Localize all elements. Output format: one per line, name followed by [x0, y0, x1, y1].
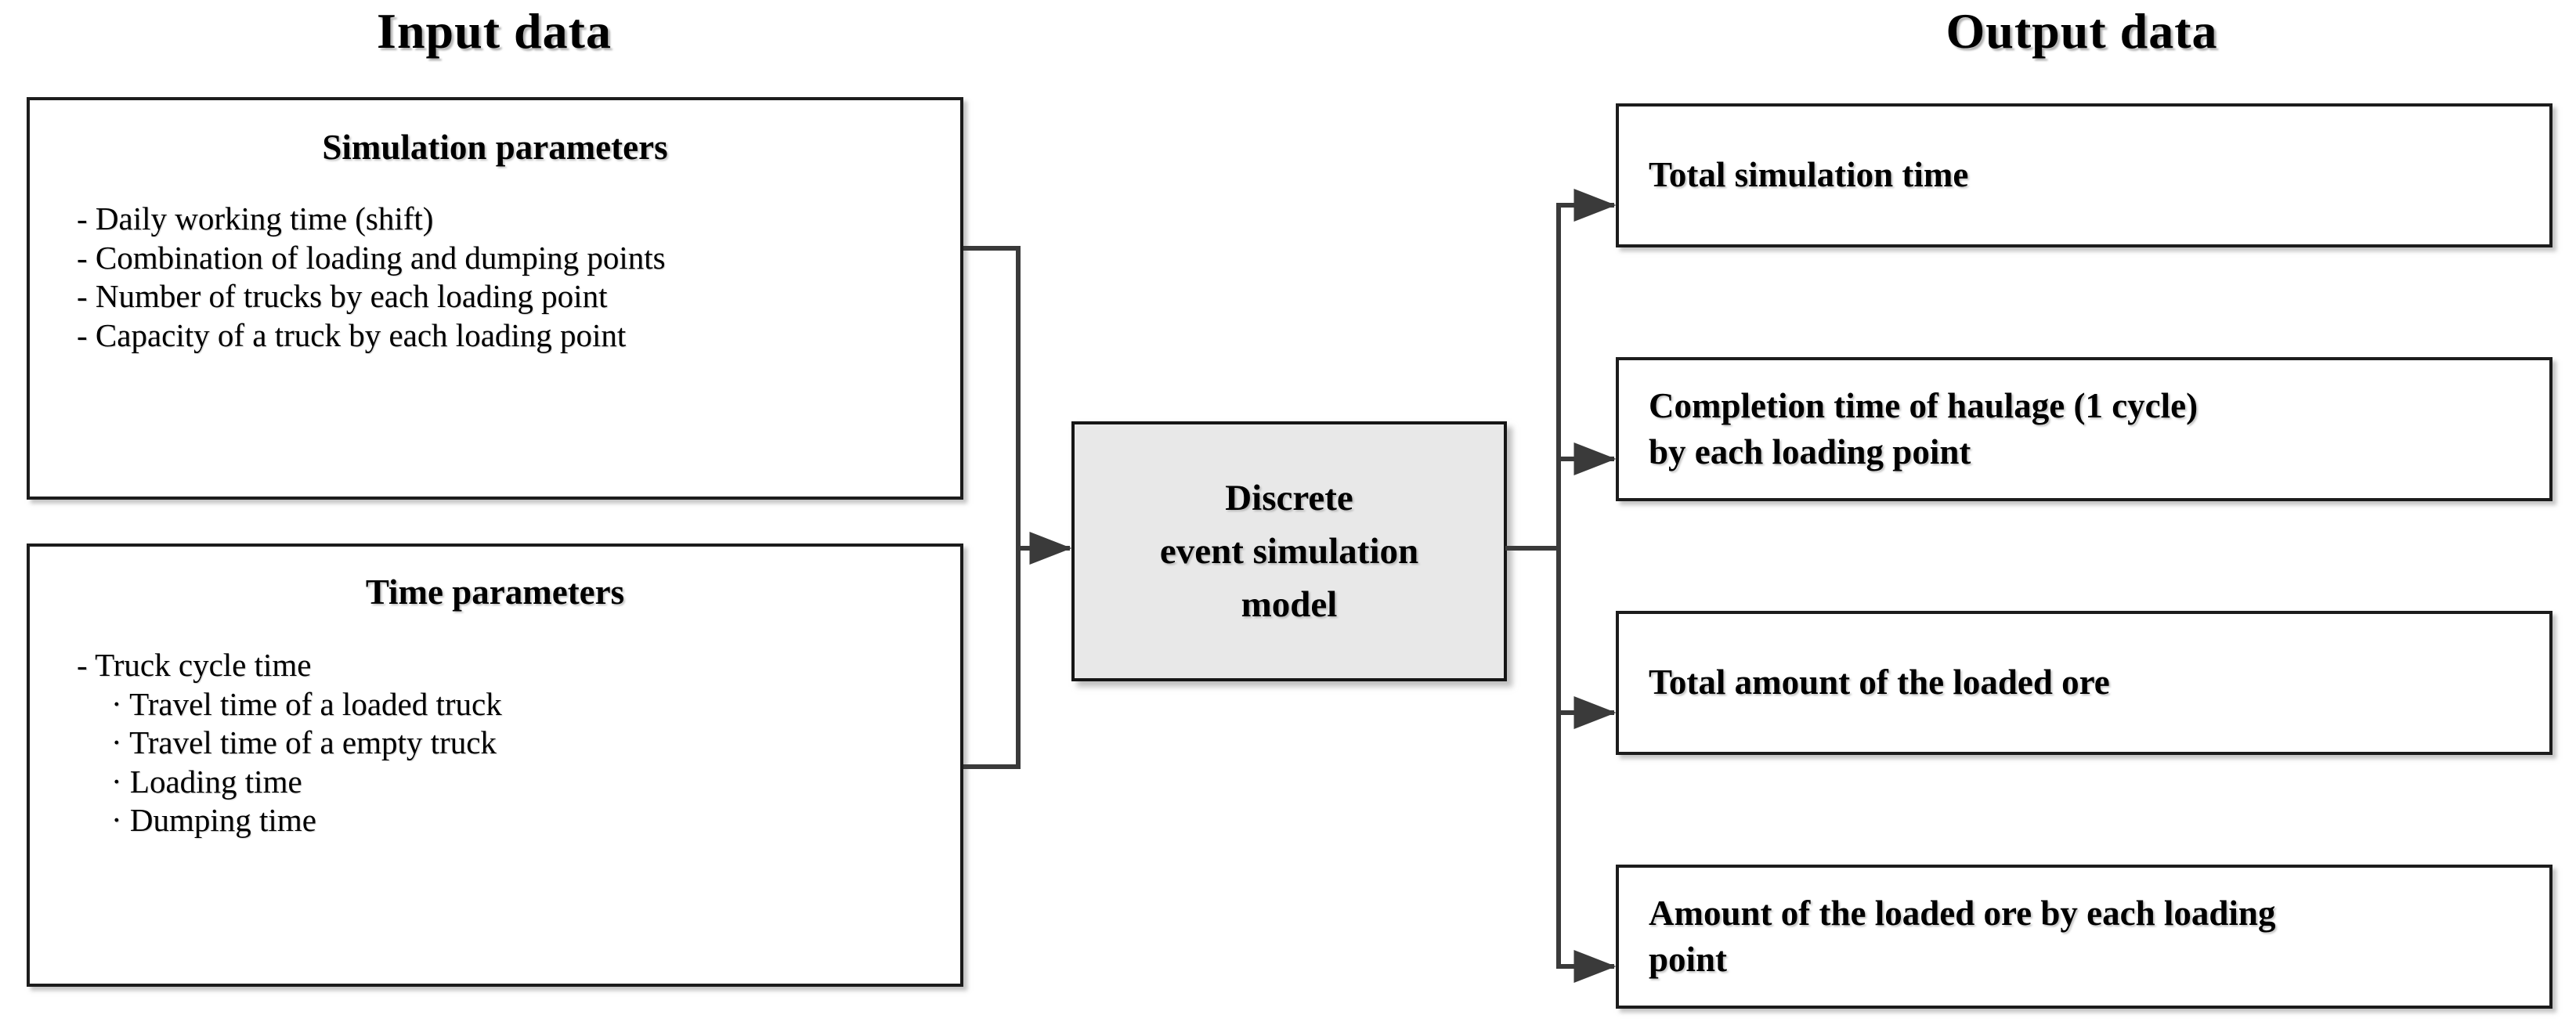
output-line: Amount of the loaded ore by each loading	[1649, 893, 2276, 933]
list-item: · Travel time of a loaded truck	[111, 685, 502, 722]
output-line: Total amount of the loaded ore	[1649, 663, 2110, 702]
list-item: - Daily working time (shift)	[77, 200, 434, 237]
input-connector-group	[963, 246, 1072, 769]
output-box-total-simulation-time: Total simulation time	[1616, 103, 2553, 247]
list-item: - Truck cycle time	[77, 647, 312, 683]
input-box-time-parameters: Time parameters - Truck cycle time · Tra…	[27, 544, 963, 987]
input-data-heading: Input data	[377, 3, 612, 59]
output-line: point	[1649, 940, 1728, 979]
input-box-2-title: Time parameters	[365, 572, 625, 612]
output-box-3-text: Total amount of the loaded ore	[1619, 659, 2110, 706]
output-line: by each loading point	[1649, 432, 1971, 471]
output-box-total-amount-of-loaded-ore: Total amount of the loaded ore	[1616, 611, 2553, 755]
model-line: Discrete	[1225, 477, 1353, 518]
output-box-2-text: Completion time of haulage (1 cycle) by …	[1619, 383, 2198, 476]
discrete-event-simulation-model-box: Discrete event simulation model	[1071, 421, 1507, 681]
list-item: · Travel time of a empty truck	[111, 724, 497, 761]
output-box-4-text: Amount of the loaded ore by each loading…	[1619, 890, 2275, 984]
output-box-completion-time-of-haulage: Completion time of haulage (1 cycle) by …	[1616, 357, 2553, 501]
list-item: - Capacity of a truck by each loading po…	[77, 316, 627, 353]
output-line: Completion time of haulage (1 cycle)	[1649, 385, 2198, 425]
list-item: - Combination of loading and dumping poi…	[77, 239, 666, 276]
input-box-1-list: - Daily working time (shift) - Combinati…	[77, 200, 960, 355]
output-connector-group	[1505, 189, 1617, 983]
list-item: - Number of trucks by each loading point	[77, 278, 608, 315]
model-line: model	[1241, 584, 1338, 626]
output-line: Total simulation time	[1649, 155, 1969, 195]
output-box-amount-of-loaded-ore-by-loading-point: Amount of the loaded ore by each loading…	[1616, 865, 2553, 1009]
list-item: · Dumping time	[111, 802, 316, 839]
output-data-heading: Output data	[1946, 3, 2218, 59]
model-line: event simulation	[1159, 530, 1419, 572]
input-box-2-list: - Truck cycle time · Travel time of a lo…	[77, 646, 960, 840]
output-box-1-text: Total simulation time	[1619, 152, 1968, 198]
list-item: · Loading time	[111, 763, 302, 800]
input-box-1-title: Simulation parameters	[322, 128, 668, 167]
input-box-simulation-parameters: Simulation parameters - Daily working ti…	[27, 97, 963, 500]
